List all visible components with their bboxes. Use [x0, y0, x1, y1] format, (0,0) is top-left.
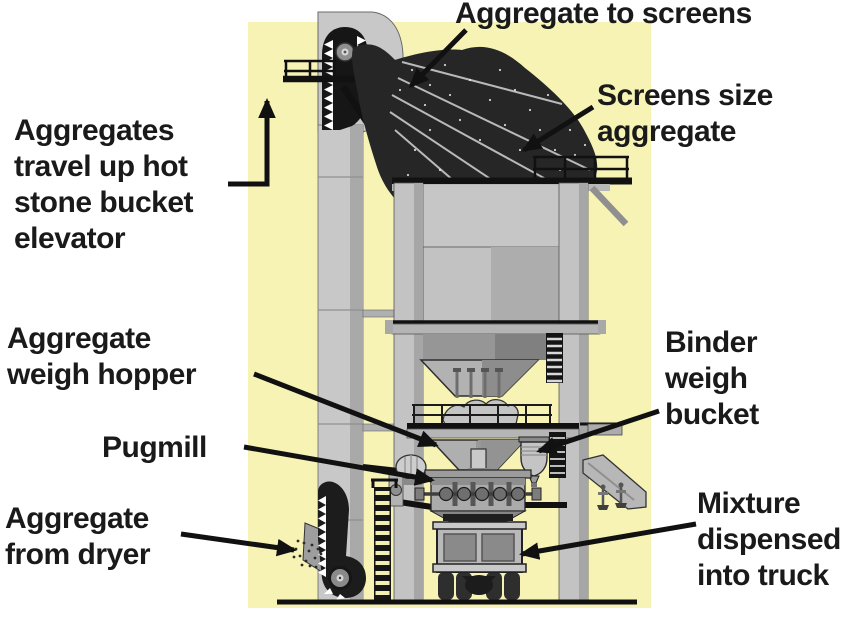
aggregate-weigh-hopper [406, 359, 580, 473]
label-pugmill: Pugmill [102, 431, 207, 464]
arrow-aggregate-to-screens [408, 28, 468, 89]
arrow-pugmill [243, 444, 435, 486]
ladders [371, 333, 563, 600]
arrow-mixture-truck [519, 521, 697, 560]
dryer-elevator [292, 481, 366, 600]
arrow-bucket-elevator [228, 98, 276, 187]
label-aggregate-to-screens: Aggregate to screens [455, 0, 752, 30]
hanger-valve [615, 482, 627, 508]
binder-weigh-bucket [518, 432, 566, 487]
tower-structure [385, 182, 624, 603]
arrow-screens-size [521, 104, 595, 153]
label-screens-size-aggregate: Screens size aggregate [597, 79, 773, 148]
arrow-binder-bucket [536, 408, 660, 454]
label-aggregate-weigh-hopper: Aggregate weigh hopper [7, 322, 197, 391]
hanger-valve [597, 484, 609, 510]
label-mixture-dispensed: Mixture dispensed into truck [697, 487, 841, 592]
truck [432, 521, 527, 600]
label-bucket-elevator: Aggregates travel up hot stone bucket el… [14, 114, 194, 255]
label-binder-weigh-bucket: Binder weigh bucket [665, 326, 759, 431]
arrow-weigh-hopper [253, 371, 439, 448]
discharge-chute [582, 454, 647, 510]
label-aggregate-from-dryer: Aggregate from dryer [5, 502, 151, 571]
callout-arrows [180, 28, 697, 560]
arrow-from-dryer [180, 531, 297, 557]
